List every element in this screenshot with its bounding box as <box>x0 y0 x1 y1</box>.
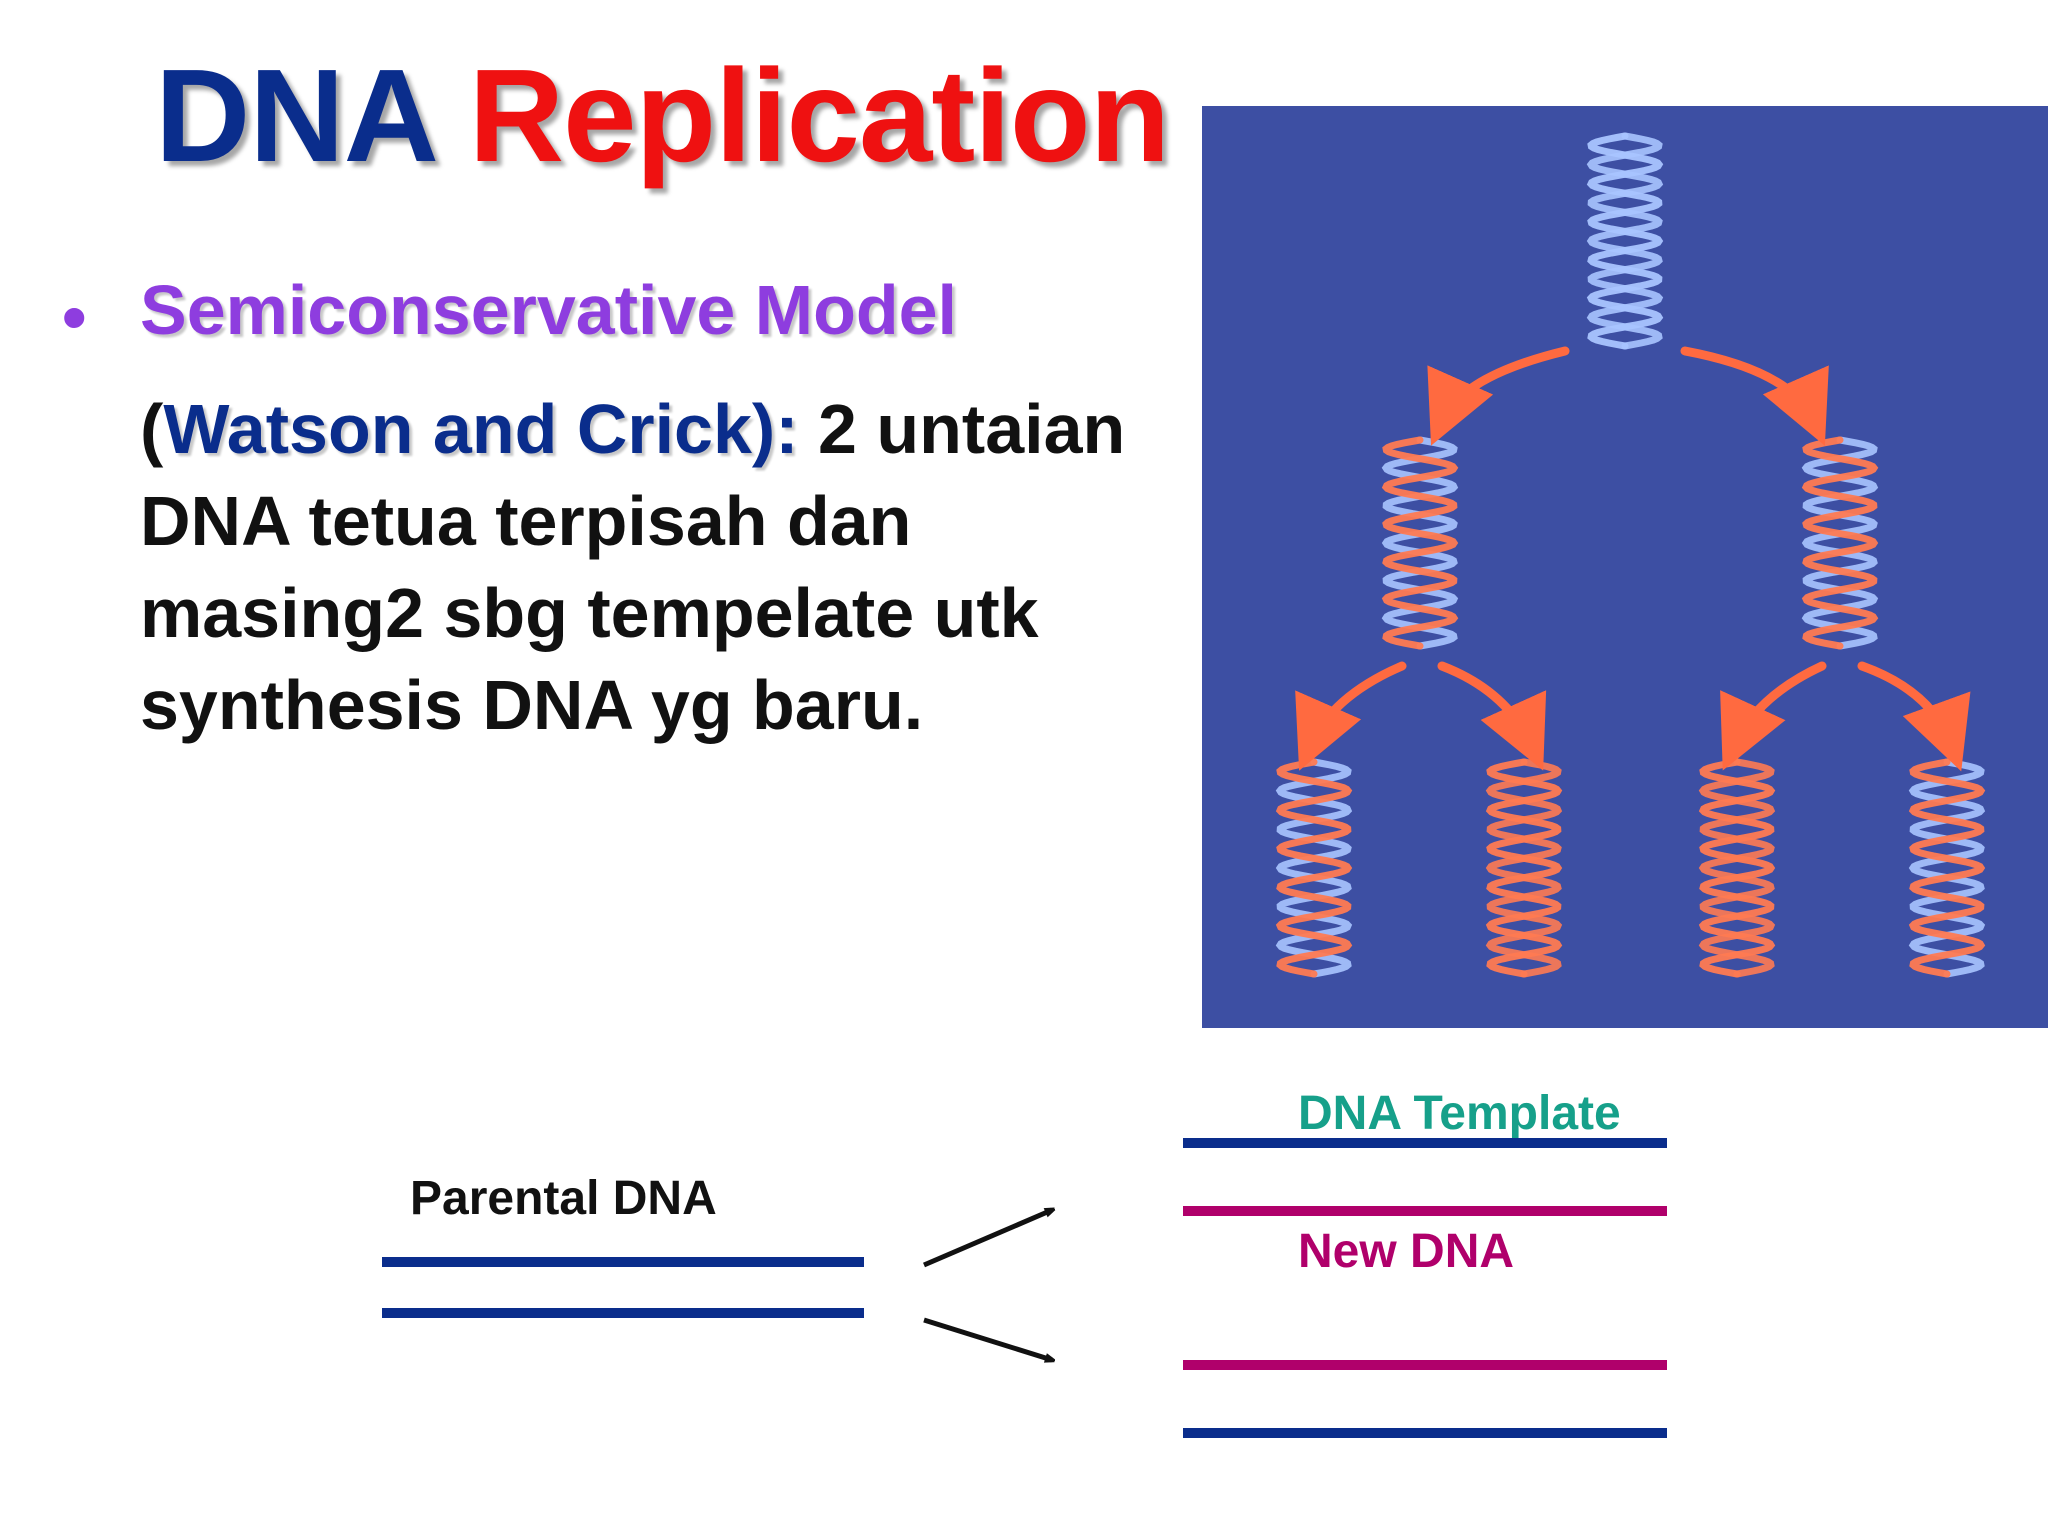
gen2-helix-2-icon <box>1485 758 1563 978</box>
arrow-left-left-icon <box>1295 661 1407 771</box>
bullet-body: (Watson and Crick): 2 untaian DNA tetua … <box>140 383 1180 751</box>
helix-strand-b <box>1698 758 1776 978</box>
helix-strand-a <box>1275 758 1353 978</box>
helix-strand-b <box>1275 758 1353 978</box>
bullet-heading: Semiconservative Model <box>140 271 957 349</box>
helix-strand-b <box>1381 436 1459 650</box>
arrow-top-right-icon <box>1680 346 1829 446</box>
gen1-right-helix-icon <box>1801 436 1879 650</box>
arrow-top-left-icon <box>1427 346 1570 446</box>
new-dna-label: New DNA <box>1298 1225 1515 1278</box>
helix-strand-b <box>1908 758 1986 978</box>
helix-strand-b <box>1485 758 1563 978</box>
helix-diagram <box>1275 132 1986 978</box>
parent-helix-icon <box>1586 132 1664 350</box>
helix-strand-a <box>1698 758 1776 978</box>
helix-strand-a <box>1586 132 1664 350</box>
gen1-left-helix-icon <box>1381 436 1459 650</box>
helix-strand-a <box>1381 436 1459 650</box>
dna-template-label: DNA Template <box>1298 1087 1621 1140</box>
arrow-right-right-icon <box>1857 661 1971 772</box>
arrow-left-right-icon <box>1437 661 1547 771</box>
authors-text: Watson and Crick): <box>163 390 799 468</box>
body-text: 2 untaian DNA tetua terpisah dan masing2… <box>140 390 1126 744</box>
helix-strand-a <box>1801 436 1879 650</box>
helix-strand-b <box>1586 132 1664 350</box>
slide-title: DNA Replication <box>155 50 1170 182</box>
paren-open: ( <box>140 390 164 468</box>
title-dna: DNA <box>155 42 434 189</box>
arrow-right-left-icon <box>1720 661 1827 771</box>
helix-strand-a <box>1908 758 1986 978</box>
helix-strand-a <box>1485 758 1563 978</box>
title-replication: Replication <box>468 42 1170 189</box>
split-arrow-up <box>923 1210 1052 1268</box>
gen2-helix-4-icon <box>1908 758 1986 978</box>
bullet-icon: • <box>62 278 87 356</box>
gen2-helix-3-icon <box>1698 758 1776 978</box>
gen2-helix-1-icon <box>1275 758 1353 978</box>
replication-figure <box>1202 106 2048 1028</box>
helix-strand-b <box>1801 436 1879 650</box>
split-arrow-down <box>923 1317 1052 1360</box>
parental-dna-label: Parental DNA <box>410 1172 717 1225</box>
